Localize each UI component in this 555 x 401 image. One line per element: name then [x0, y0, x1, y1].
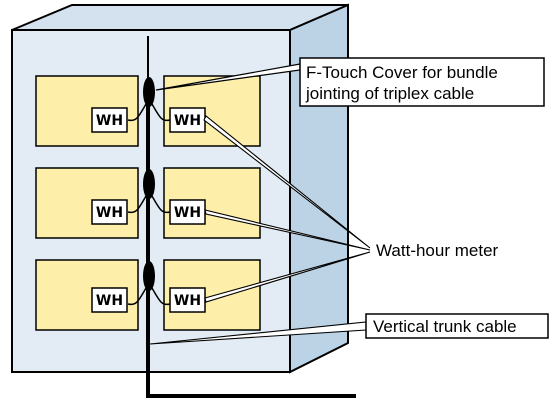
meter-label: WH [96, 205, 123, 221]
ftouch-joint-2 [143, 169, 155, 199]
meter-label: WH [96, 113, 123, 129]
callout-wh-leader-3 [204, 251, 371, 303]
ftouch-joint-3 [143, 261, 155, 291]
callout-trunk-label: Vertical trunk cable [373, 317, 517, 336]
watt-hour-meter-left-3: WH [91, 287, 128, 313]
meter-label: WH [96, 293, 123, 309]
meter-label: WH [174, 205, 201, 221]
branch-wire-right-1 [151, 103, 171, 122]
callout-wh-leader-2 [204, 209, 371, 251]
watt-hour-meter-right-2: WH [169, 199, 206, 225]
branch-wire-left-3 [127, 287, 147, 306]
callout-watt-hour: Watt-hour meter [203, 115, 499, 303]
ftouch-joint-1 [143, 77, 155, 107]
meter-label: WH [174, 113, 201, 129]
branch-wire-left-1 [127, 103, 147, 122]
callout-ftouch: F-Touch Cover for bundle jointing of tri… [155, 57, 545, 107]
meter-label: WH [174, 293, 201, 309]
watt-hour-meter-left-2: WH [91, 199, 128, 225]
branch-wire-left-2 [127, 195, 147, 214]
watt-hour-meter-right-1: WH [169, 107, 206, 133]
callout-wh-leader-1 [203, 115, 371, 249]
callout-trunk: Vertical trunk cable [149, 313, 549, 345]
callout-watt-hour-label: Watt-hour meter [376, 241, 499, 260]
callout-ftouch-line1: F-Touch Cover for bundle [306, 63, 498, 82]
watt-hour-meter-left-1: WH [91, 107, 128, 133]
branch-wire-right-3 [151, 287, 171, 306]
callout-ftouch-line2: jointing of triplex cable [305, 84, 474, 103]
branch-wire-right-2 [151, 195, 171, 214]
watt-hour-meter-right-3: WH [169, 287, 206, 313]
